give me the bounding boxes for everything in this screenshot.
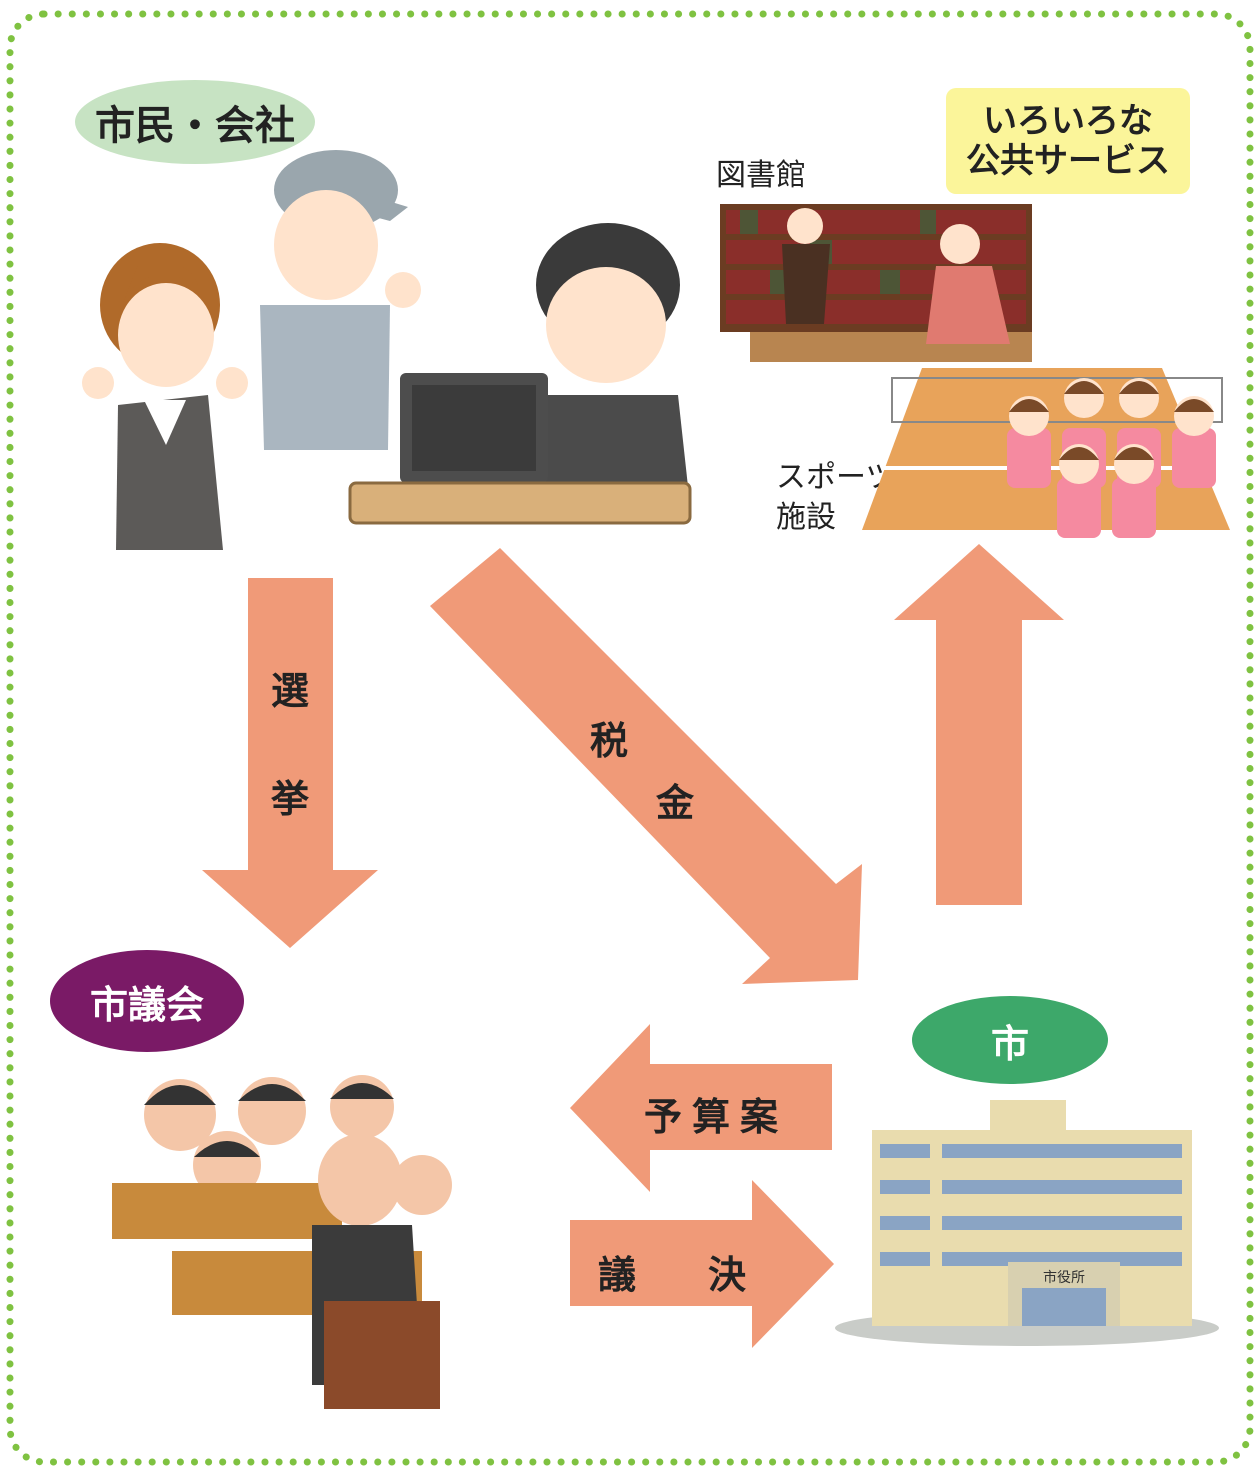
public-services-line2: 公共サービス [966, 141, 1170, 181]
citizens-label: 市民・会社 [75, 80, 315, 164]
resolution-text-2: 決 [708, 1253, 747, 1297]
council-illustration [112, 1075, 452, 1409]
election-arrow [202, 578, 378, 948]
businesswoman-figure [82, 243, 248, 550]
council-label: 市議会 [50, 950, 244, 1052]
public-services-label: いろいろな 公共サービス [946, 88, 1190, 194]
city-hall-sign: 市役所 [1043, 1269, 1085, 1286]
sports-label: スポーツ 施設 [776, 458, 895, 538]
tax-arrow [430, 548, 862, 984]
citizens-illustration [82, 150, 692, 550]
office-worker-figure [348, 223, 692, 525]
tax-text-1: 税 [590, 719, 629, 763]
resolution-arrow [570, 1180, 834, 1348]
sports-label-line1: スポーツ [776, 460, 896, 495]
budget-text: 予算案 [644, 1095, 789, 1139]
public-services-line1: いろいろな [983, 101, 1153, 141]
budget-arrow [570, 1024, 832, 1192]
service-arrow [894, 544, 1064, 905]
sports-facility-illustration [862, 368, 1230, 538]
worker-figure [260, 150, 421, 450]
library-label: 図書館 [716, 158, 806, 193]
election-text-2: 挙 [270, 777, 309, 821]
city-label: 市 [912, 996, 1108, 1084]
election-text-1: 選 [270, 669, 309, 713]
sports-label-line2: 施設 [776, 500, 836, 535]
library-illustration [720, 204, 1032, 362]
resolution-text-1: 議 [598, 1253, 637, 1297]
tax-text-2: 金 [656, 781, 695, 825]
city-hall-illustration: 市役所 [835, 1100, 1219, 1346]
